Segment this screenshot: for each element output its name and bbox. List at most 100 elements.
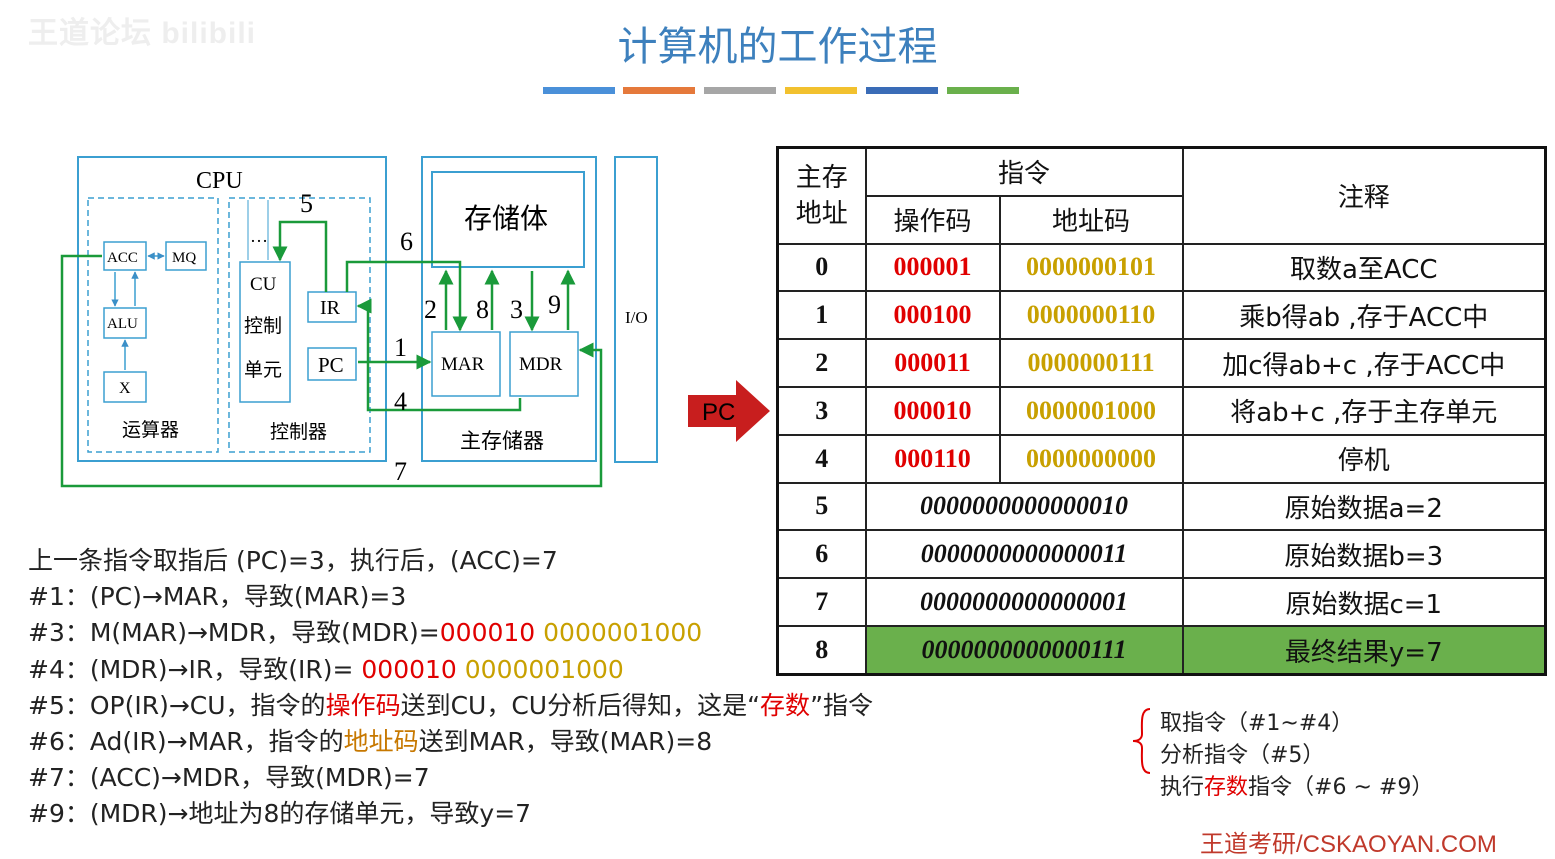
table-row-result: 8 0000000000000111 最终结果y=7: [776, 625, 1547, 676]
row-value: 0000000000000010: [864, 481, 1184, 532]
step-label-9: 9: [548, 290, 561, 319]
step-line: #4：(MDR)→IR，导致(IR)= 000010 0000001000: [28, 652, 873, 688]
pc-label: PC: [318, 353, 344, 377]
row-address: 0000000101: [998, 242, 1184, 293]
io-label: I/O: [625, 308, 648, 327]
watermark: 王道论坛 bilibili: [28, 17, 256, 50]
cpu-label: CPU: [196, 168, 243, 194]
step-list: 上一条指令取指后 (PC)=3，执行后，(ACC)=7 #1：(PC)→MAR，…: [28, 543, 873, 833]
step-line: #9：(MDR)→地址为8的存储单元，导致y=7: [28, 799, 532, 829]
row-note: 取数a至ACC: [1181, 242, 1547, 293]
step-line: #1：(PC)→MAR，导致(MAR)=3: [28, 582, 407, 612]
row-note: 停机: [1181, 433, 1547, 484]
table-row: 7 0000000000000001 原始数据c=1: [776, 577, 1547, 627]
row-addr: 2: [776, 338, 867, 388]
header-address: 地址码: [998, 194, 1184, 245]
step-label-1: 1: [394, 333, 407, 362]
step-label-3: 3: [510, 295, 523, 324]
mdr-label: MDR: [519, 354, 563, 375]
row-note: 将ab+c ,存于主存单元: [1181, 385, 1547, 436]
alu-label: ALU: [107, 316, 138, 332]
step-address: 0000001000: [456, 654, 624, 684]
storage-body-label: 存储体: [464, 202, 548, 235]
table-row: 0 000001 0000000101 取数a至ACC: [776, 242, 1547, 293]
row-opcode: 000001: [864, 242, 1001, 293]
row-addr: 5: [776, 481, 867, 532]
cu-label: CU: [250, 274, 277, 295]
table-row: 6 0000000000000011 原始数据b=3: [776, 529, 1547, 580]
cpu-box: [77, 156, 387, 462]
row-addr: 1: [776, 290, 867, 341]
control-unit-box: [228, 197, 371, 453]
row-note: 最终结果y=7: [1181, 625, 1547, 676]
header-addr: 主存地址: [776, 146, 867, 245]
color-bar: [866, 87, 938, 94]
row-note: 原始数据c=1: [1181, 577, 1547, 627]
step-line: #7：(ACC)→MDR，导致(MDR)=7: [28, 763, 430, 793]
row-addr: 8: [776, 625, 867, 676]
step-text: #4：(MDR)→IR，导致(IR)=: [28, 654, 362, 684]
note-text: 指令（#6 ~ #9）: [1248, 775, 1434, 800]
step-highlight: 地址码: [343, 727, 419, 757]
ellipsis-label: …: [250, 226, 268, 246]
table-row: 5 0000000000000010 原始数据a=2: [776, 481, 1547, 532]
brace-icon: [1132, 708, 1151, 774]
step-label-7: 7: [394, 457, 407, 486]
pc-box: [307, 347, 357, 381]
note-line: 分析指令（#5）: [1160, 743, 1325, 768]
step-line: #5：OP(IR)→CU，指令的操作码送到CU，CU分析后得知，这是“存数”指令: [28, 688, 873, 724]
row-address: 0000000111: [998, 338, 1184, 388]
step-label-8: 8: [476, 295, 489, 324]
cu-label-3: 单元: [244, 359, 282, 381]
memory-table: 主存地址 指令 注释 操作码 地址码 0 000001 0000000101 取…: [776, 146, 1548, 676]
row-addr: 0: [776, 242, 867, 293]
row-note: 原始数据a=2: [1181, 481, 1547, 532]
row-opcode: 000011: [864, 338, 1001, 388]
storage-body-box: [431, 171, 585, 268]
mq-box: [165, 241, 207, 271]
acc-label: ACC: [107, 250, 138, 266]
step-label-4: 4: [394, 387, 407, 416]
note-text: 执行: [1160, 775, 1205, 800]
table-row: 4 000110 0000000000 停机: [776, 433, 1547, 484]
mq-label: MQ: [172, 250, 196, 266]
architecture-diagram: CPU ACC MQ ALU X 运算器 … CU 控制 单元 IR PC 控制…: [60, 156, 658, 488]
row-addr: 4: [776, 433, 867, 484]
step-line: #6：Ad(IR)→MAR，指令的地址码送到MAR，导致(MAR)=8: [28, 724, 873, 760]
ir-box: [307, 291, 357, 323]
color-bar: [623, 87, 695, 94]
step-highlight: 操作码: [325, 690, 401, 720]
table-row: 2 000011 0000000111 加c得ab+c ,存于ACC中: [776, 338, 1547, 388]
step-opcode: 000010: [439, 618, 536, 648]
row-address: 0000000110: [998, 290, 1184, 341]
color-bar: [704, 87, 776, 94]
note-highlight: 存数: [1204, 775, 1249, 800]
row-opcode: 000100: [864, 290, 1001, 341]
x-register-box: [103, 371, 147, 403]
color-bar: [785, 87, 857, 94]
step-text: ”指令: [810, 690, 874, 720]
row-note: 加c得ab+c ,存于ACC中: [1181, 338, 1547, 388]
step-text: #6：Ad(IR)→MAR，指令的: [28, 727, 344, 757]
note-line: 执行存数指令（#6 ~ #9）: [1160, 772, 1433, 804]
step-highlight: 存数: [760, 690, 811, 720]
step-text: 送到CU，CU分析后得知，这是“: [400, 690, 761, 720]
control-unit-label: 控制器: [270, 421, 327, 443]
pc-pointer-arrow: PC: [688, 380, 770, 442]
table-row: 1 000100 0000000110 乘b得ab ,存于ACC中: [776, 290, 1547, 341]
row-value: 0000000000000011: [864, 529, 1184, 580]
step-label-6: 6: [400, 227, 413, 256]
main-memory-box: [421, 156, 597, 462]
alu-box: [103, 307, 147, 339]
header-instr: 指令: [864, 146, 1184, 197]
color-bar: [543, 87, 615, 94]
phase-note: 取指令（#1~#4） 分析指令（#5） 执行存数指令（#6 ~ #9）: [1160, 708, 1433, 804]
cu-box: [239, 261, 291, 403]
color-bar: [947, 87, 1019, 94]
row-opcode: 000110: [864, 433, 1001, 484]
cu-label-2: 控制: [244, 315, 282, 337]
note-line: 取指令（#1~#4）: [1160, 711, 1354, 736]
step-label-5: 5: [300, 189, 313, 218]
step-label-2: 2: [424, 295, 437, 324]
row-address: 0000001000: [998, 385, 1184, 436]
